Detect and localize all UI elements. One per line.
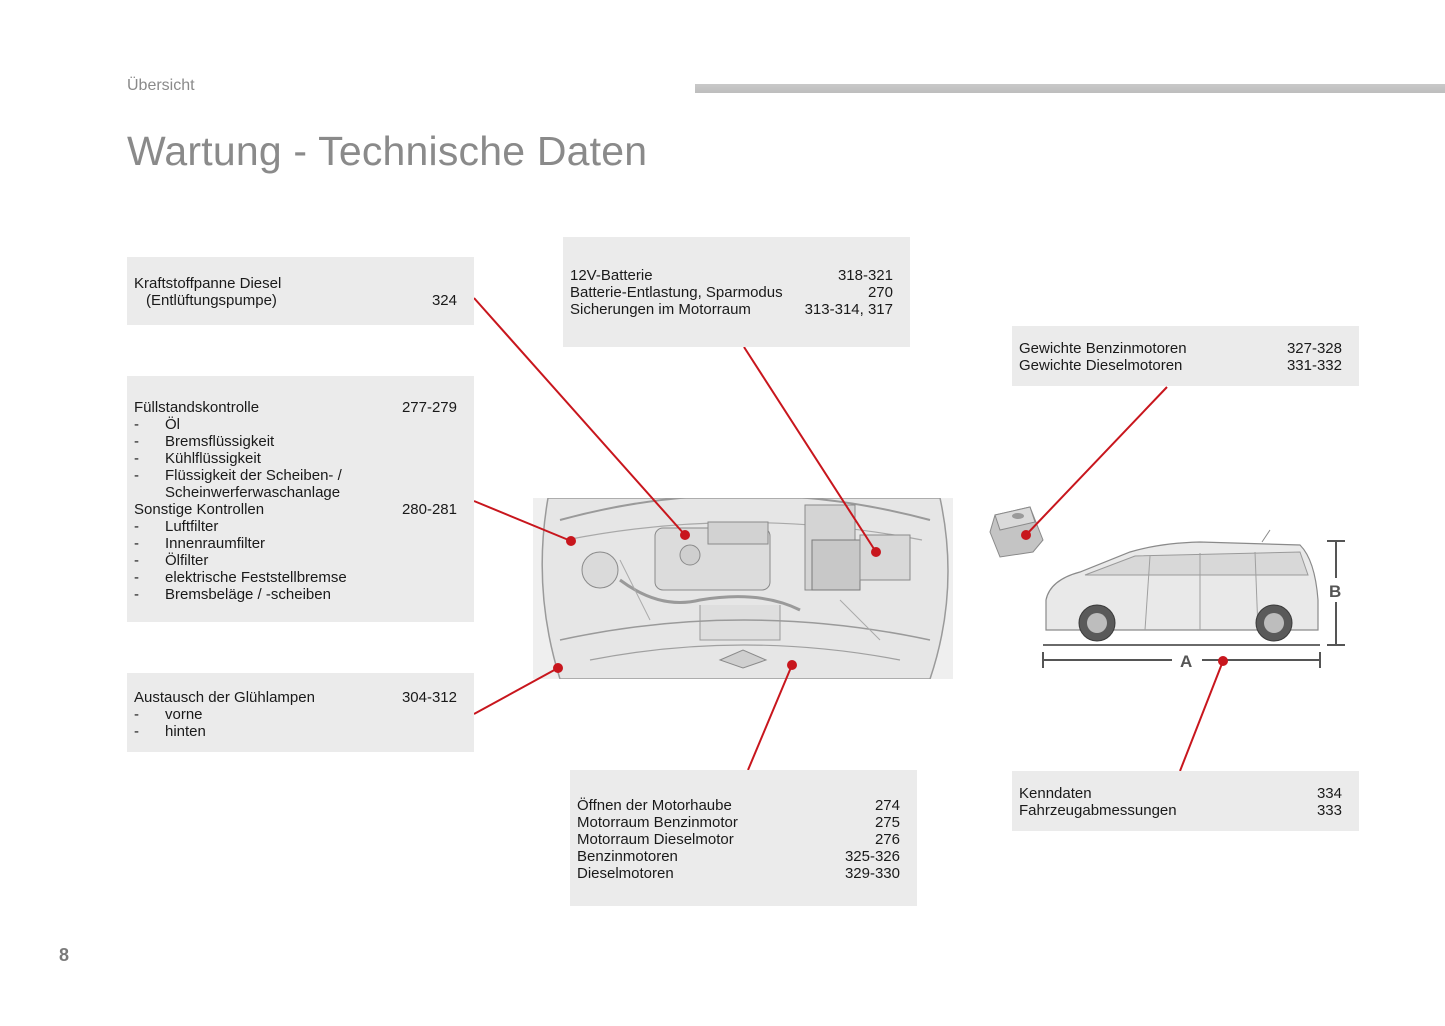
list-item: -Bremsbeläge / -scheiben <box>134 586 331 603</box>
list-item: -Scheinwerferwaschanlage <box>165 484 341 501</box>
callout-dot-battery <box>871 547 881 557</box>
list-item: -Innenraumfilter <box>134 535 266 552</box>
callout-line-weights <box>1025 386 1168 536</box>
section-label: Übersicht <box>127 77 195 94</box>
levels-heading-ref: 277-279 <box>401 399 457 416</box>
callout-lines <box>473 297 1224 772</box>
page-title: Wartung - Technische Daten <box>127 128 648 174</box>
callout-dots <box>553 530 1228 673</box>
header-bar <box>695 84 1445 93</box>
levels-heading: Füllstandskontrolle <box>134 399 260 416</box>
list-item: -Bremsflüssigkeit <box>134 433 275 450</box>
callout-line-dims <box>1179 660 1224 772</box>
list-item: -Ölfilter <box>134 552 209 569</box>
callout-line-levels <box>473 500 572 542</box>
callout-dot-dims <box>1218 656 1228 666</box>
callout-line-battery <box>743 346 877 553</box>
fuel-info-box: Kraftstoffpanne Diesel (Entlüftungspumpe… <box>127 257 474 325</box>
list-item: -elektrische Feststellbremse <box>134 569 347 586</box>
lamps-ref: 304-312 <box>401 689 457 706</box>
list-item: -Luftfilter <box>134 518 219 535</box>
levels-heading2: Sonstige Kontrollen <box>134 501 265 518</box>
lamps-info-box: Austausch der Glühlampen 304-312 -vorne … <box>127 673 474 752</box>
levels-info-box: Füllstandskontrolle 277-279 -Öl -Bremsfl… <box>127 376 474 622</box>
callout-dot-levels <box>566 536 576 546</box>
page-number: 8 <box>59 945 70 965</box>
callout-dot-lamps <box>553 663 563 673</box>
dimension-a-label: A <box>1180 652 1192 671</box>
list-item: -vorne <box>134 706 203 723</box>
fuel-line1: Kraftstoffpanne Diesel <box>134 275 282 292</box>
list-item: -hinten <box>134 723 206 740</box>
fuel-can-illustration <box>989 506 1044 558</box>
list-item: -Kühlflüssigkeit <box>134 450 261 467</box>
callout-line-engine <box>747 664 793 771</box>
list-item: -Flüssigkeit der Scheiben- / <box>134 467 342 484</box>
levels-heading2-ref: 280-281 <box>401 501 457 518</box>
callout-line-fuel <box>473 297 686 536</box>
callout-dot-engine <box>787 660 797 670</box>
fuel-line2: (Entlüftungspumpe) <box>146 292 277 309</box>
dimension-b-label: B <box>1329 582 1341 601</box>
list-item: -Öl <box>134 416 180 433</box>
callout-dot-weights <box>1021 530 1031 540</box>
engine-bay-illustration <box>533 498 953 679</box>
callout-line-lamps <box>473 667 559 715</box>
lamps-heading: Austausch der Glühlampen <box>134 689 315 706</box>
fuel-ref: 324 <box>431 292 457 309</box>
car-side-illustration <box>1042 529 1345 668</box>
callout-dot-fuel <box>680 530 690 540</box>
